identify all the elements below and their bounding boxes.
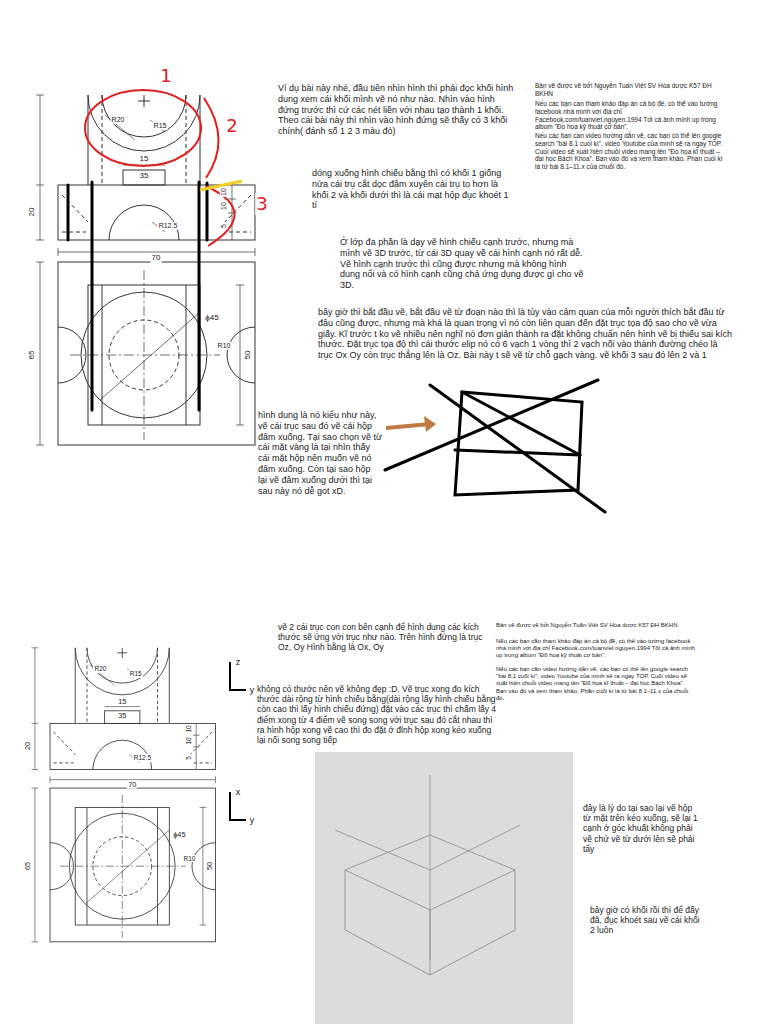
dimension-label: R15	[129, 670, 143, 678]
callout-number: 2	[225, 115, 238, 137]
dimension-label: 65	[24, 861, 33, 871]
note-text: dóng xuống hình chiếu bằng thì có khối 1…	[312, 168, 512, 211]
note-text: Nếu các bạn cần tham khảo đáp án cả bộ đ…	[535, 100, 725, 131]
dimension-label: 65	[27, 350, 37, 361]
note-text: Ví dụ bài này nhé, đầu tiên nhìn hình th…	[278, 83, 518, 137]
dimension-label: 10	[186, 736, 194, 745]
dimension-label: z	[235, 657, 242, 668]
note-text: Bản vẽ được vẽ bởi Nguyễn Tuấn Việt SV H…	[535, 82, 725, 98]
dimension-label: 5	[220, 223, 228, 229]
dimension-label: 35	[139, 171, 150, 181]
note-text: Bản vẽ được vẽ bởi Nguyễn Tuấn Việt SV H…	[496, 622, 696, 629]
dimension-label: R20	[111, 116, 126, 124]
note-text: bây giờ thì bắt đầu vẽ, bắt đầu vẽ từ đo…	[318, 307, 733, 361]
dimension-label: 15	[139, 154, 150, 164]
dimension-label: ϕ45	[204, 313, 219, 323]
dimension-label: x	[235, 787, 242, 798]
dimension-label: 15	[117, 697, 127, 706]
note-text: bây giờ có khối rồi thì để đấy đã, đục k…	[590, 905, 700, 936]
callout-number: 3	[255, 193, 268, 215]
dimension-label: 70	[151, 253, 162, 263]
note-text: hình dung là nó kiểu như này, vẽ cái trụ…	[258, 410, 382, 496]
dimension-label: R12.5	[158, 222, 179, 230]
note-text: Nếu các bạn cần tham khảo đáp án cả bộ đ…	[496, 638, 696, 660]
dimension-label: R12.5	[133, 754, 152, 762]
dimension-label: y	[249, 815, 256, 826]
dimension-label: 10	[186, 725, 194, 734]
dimension-label: 10	[220, 187, 228, 197]
dimension-label: R15	[153, 122, 168, 130]
dimension-label: 70	[127, 780, 137, 789]
note-text: không có thước nên vẽ không đẹp :D. Vẽ t…	[257, 684, 502, 745]
note-text: đây là lý do tại sao lại vẽ hộp từ mặt t…	[583, 803, 698, 854]
dimension-label: R10	[183, 855, 197, 863]
dimension-label: R10	[217, 342, 232, 350]
dimension-label: 5	[186, 755, 194, 761]
dimension-label: 50	[243, 350, 253, 361]
note-text: Nếu các bạn cần video hướng dẫn vẽ, các …	[496, 666, 696, 702]
callout-number: 1	[159, 65, 172, 87]
dimension-label: 20	[24, 741, 33, 751]
dimension-label: ϕ45	[172, 831, 186, 840]
dimension-label: 20	[27, 207, 37, 218]
note-text: vẽ 2 cái trục con con bên cạnh để hình d…	[278, 622, 483, 653]
dimension-label: 10	[220, 201, 228, 211]
note-text: Ở lớp đa phần là dạy vẽ hình chiếu cạnh …	[340, 237, 585, 291]
dimension-label: 50	[205, 861, 214, 871]
dimension-label: 35	[117, 711, 127, 720]
note-text: Nếu các bạn cần video hướng dẫn vẽ, các …	[535, 132, 725, 171]
dimension-label: y	[249, 685, 256, 696]
dimension-label: R20	[93, 665, 107, 673]
